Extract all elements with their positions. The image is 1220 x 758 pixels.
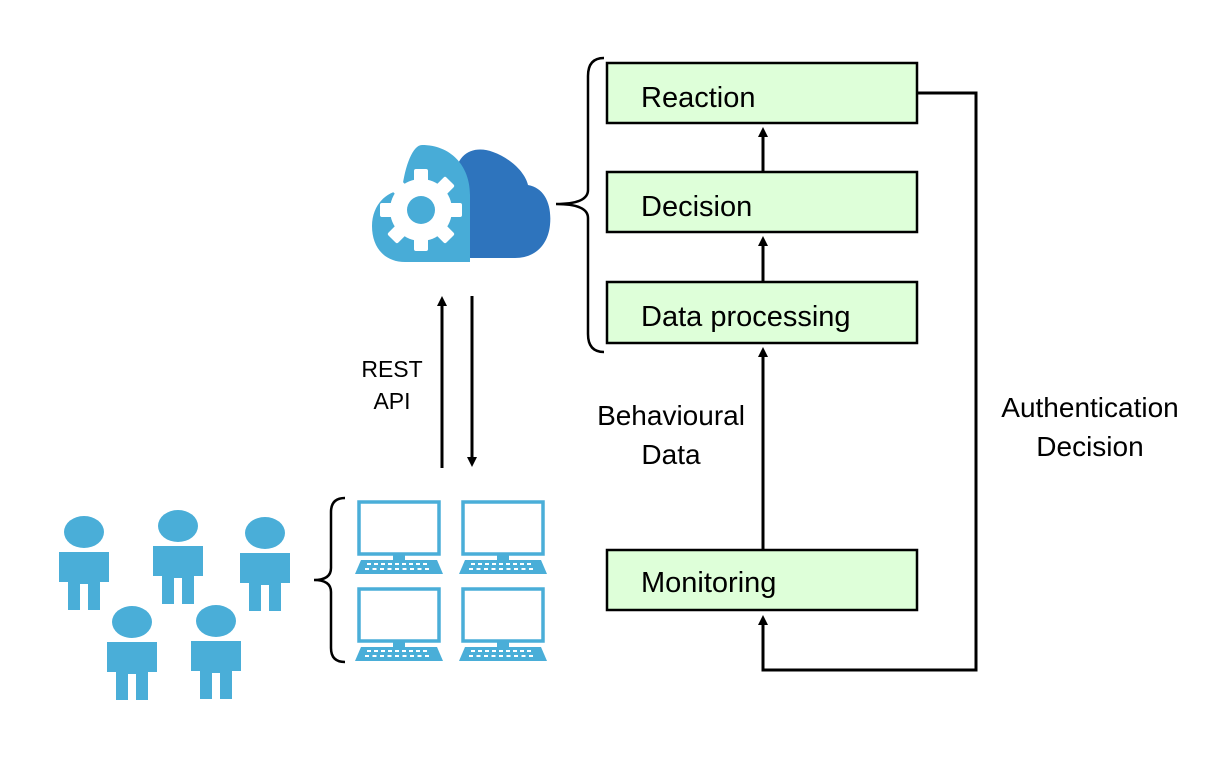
laptop-icon bbox=[459, 587, 547, 661]
monitoring-label: Monitoring bbox=[641, 567, 776, 599]
behavioural-data-label-line1: Behavioural bbox=[597, 400, 745, 431]
authentication-decision-label-line1: Authentication bbox=[1001, 392, 1178, 423]
decision-label: Decision bbox=[641, 191, 752, 223]
rest-api-label-line1: REST bbox=[361, 356, 422, 382]
gear-icon bbox=[380, 169, 462, 251]
monitoring-box: Monitoring bbox=[605, 548, 919, 612]
laptop-icon bbox=[355, 500, 443, 574]
user-icon bbox=[59, 516, 109, 610]
rest-api-arrows bbox=[437, 296, 477, 468]
rest-api-label-line2: API bbox=[373, 388, 410, 414]
data-processing-label: Data processing bbox=[641, 301, 851, 333]
decision-box: Decision bbox=[605, 170, 919, 234]
devices-group bbox=[355, 500, 547, 661]
data-processing-box: Data processing bbox=[605, 280, 919, 345]
behavioural-data-label-line2: Data bbox=[641, 439, 701, 470]
user-icon bbox=[191, 605, 241, 699]
users-group bbox=[59, 510, 290, 700]
user-icon bbox=[240, 517, 290, 611]
feedback-loop-arrow bbox=[758, 91, 978, 672]
devices-brace bbox=[313, 496, 346, 664]
user-icon bbox=[153, 510, 203, 604]
authentication-decision-label-line2: Decision bbox=[1036, 431, 1143, 462]
reaction-label: Reaction bbox=[641, 82, 755, 114]
reaction-box: Reaction bbox=[605, 61, 919, 125]
cloud-gear-icon bbox=[372, 145, 551, 262]
pipeline-brace bbox=[555, 56, 605, 354]
laptop-icon bbox=[459, 500, 547, 574]
laptop-icon bbox=[355, 587, 443, 661]
user-icon bbox=[107, 606, 157, 700]
